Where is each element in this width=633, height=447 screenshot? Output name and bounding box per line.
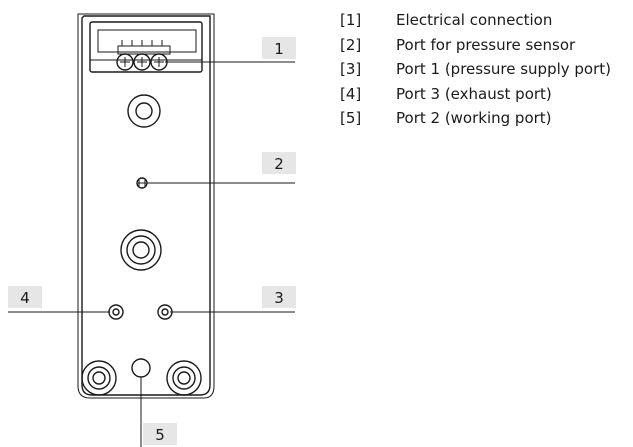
callout-4-text: 4 — [20, 289, 30, 307]
legend-item: [4] Port 3 (exhaust port) — [340, 82, 611, 107]
legend-item: [3] Port 1 (pressure supply port) — [340, 57, 611, 82]
terminal-screws — [116, 53, 168, 71]
bottom-right-port — [166, 360, 202, 396]
legend-number: [5] — [340, 109, 362, 127]
bottom-left-port — [81, 360, 117, 396]
supply-port-large — [120, 229, 162, 271]
callout-1: 1 — [262, 37, 296, 59]
legend-text: Port 2 (working port) — [396, 109, 552, 127]
housing-outline — [81, 15, 211, 396]
callout-4: 4 — [8, 286, 42, 308]
legend-text: Port 3 (exhaust port) — [396, 84, 552, 103]
legend-item: [1] Electrical connection — [340, 8, 611, 33]
legend-number: [1] — [340, 11, 362, 29]
legend-number: [4] — [340, 84, 362, 103]
legend-list: [1] Electrical connection [2] Port for p… — [340, 8, 611, 131]
housing-inner-edge — [77, 13, 215, 399]
callout-3: 3 — [262, 286, 296, 308]
callout-5-text: 5 — [155, 426, 165, 444]
working-port — [131, 358, 151, 378]
legend-text: Electrical connection — [396, 11, 553, 29]
legend-item: [2] Port for pressure sensor — [340, 33, 611, 58]
callout-5: 5 — [143, 423, 177, 445]
callout-2: 2 — [262, 152, 296, 174]
callout-3-text: 3 — [274, 289, 284, 307]
connector-housing — [89, 21, 203, 73]
callout-2-text: 2 — [274, 155, 284, 173]
upper-port — [127, 94, 161, 128]
legend-text: Port 1 (pressure supply port) — [396, 60, 612, 78]
exhaust-port — [108, 304, 124, 320]
callout-1-text: 1 — [274, 40, 284, 58]
connector-body — [97, 29, 197, 53]
legend-text: Port for pressure sensor — [396, 35, 576, 54]
legend-item: [5] Port 2 (working port) — [340, 106, 611, 131]
pressure-sensor-port — [136, 177, 148, 189]
pressure-supply-port-small — [157, 304, 173, 320]
legend-number: [3] — [340, 60, 362, 78]
legend-number: [2] — [340, 35, 362, 54]
